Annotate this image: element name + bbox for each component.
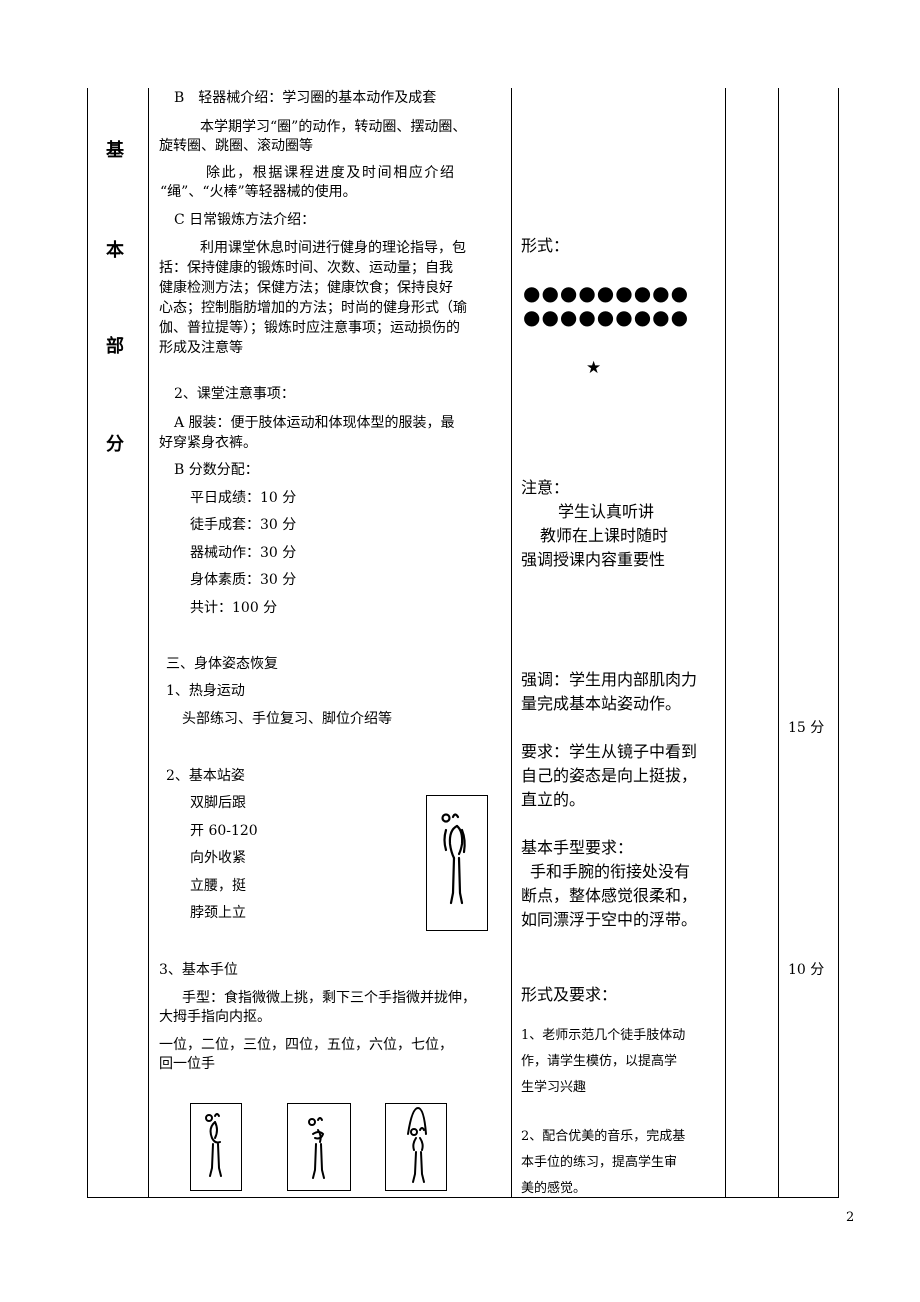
table-border-right [838, 88, 839, 1198]
note-label: 注意： [521, 478, 570, 497]
hand-position-figure [190, 1103, 242, 1191]
positions-line1: 一位，二位，三位，四位，五位，六位，七位， [159, 1037, 453, 1053]
teacher-star-icon: ★ [586, 358, 602, 378]
stance-line: 立腰，挺 [190, 878, 246, 894]
hand-title: 3、基本手位 [159, 962, 238, 978]
c-para-line2: 括：保持健康的锻炼时间、次数、运动量；自我 [159, 260, 453, 276]
stance-figure [426, 795, 488, 931]
stance-line: 向外收紧 [190, 850, 246, 866]
form-req-line: 生学习兴趣 [521, 1080, 587, 1095]
section-label-char: 分 [106, 434, 124, 455]
section-label-char: 部 [106, 336, 124, 357]
c-para-line4: 心态；控制脂肪增加的方法；时尚的健身形式（瑜 [159, 300, 467, 316]
b-para2-line1: 除此，根据课程进度及时间相应介绍 [206, 165, 456, 181]
form-req-title: 形式及要求： [521, 985, 618, 1004]
score-item: 徒手成套：30 分 [190, 517, 297, 533]
stance-line: 双脚后跟 [190, 795, 246, 811]
page-number: 2 [846, 1210, 855, 1225]
score-item: 器械动作：30 分 [190, 545, 297, 561]
c-para-line3: 健康检测方法；保健方法；健康饮食；保持良好 [159, 280, 453, 296]
stance-title: 2、基本站姿 [166, 768, 245, 784]
hand-shape-line2: 大拇手指向内抠。 [159, 1009, 271, 1025]
form-req-line: 1、老师示范几个徒手肢体动 [521, 1028, 686, 1043]
c-para-line1: 利用课堂休息时间进行健身的理论指导，包 [200, 240, 466, 256]
score-item: 平日成绩：10 分 [190, 490, 297, 506]
table-border-col4 [778, 88, 779, 1198]
form-req-line: 美的感觉。 [521, 1181, 587, 1196]
section-label-char: 本 [106, 240, 124, 261]
score-item: 共计：100 分 [190, 600, 278, 616]
time-label: 10 分 [788, 962, 825, 978]
clothing-line1: A 服装：便于肢体运动和体现体型的服装，最 [174, 415, 455, 431]
stance-line: 开 60-120 [190, 823, 258, 839]
note-line: 学生认真听讲 [558, 502, 655, 521]
b-title: B 轻器械介绍：学习圈的基本动作及成套 [174, 90, 437, 106]
form-req-line: 本手位的练习，提高学生审 [521, 1155, 678, 1170]
hand-req-line2: 断点，整体感觉很柔和， [521, 886, 698, 905]
c-title: C 日常锻炼方法介绍： [174, 212, 316, 228]
note-line: 强调授课内容重要性 [521, 550, 666, 569]
warmup-desc: 头部练习、手位复习、脚位介绍等 [182, 711, 392, 727]
formation-row-2: ●●●●●●●●● [523, 305, 690, 329]
hand-position-figure [287, 1103, 351, 1191]
note-line: 教师在上课时随时 [540, 526, 669, 545]
clothing-line2: 好穿紧身衣裤。 [159, 435, 257, 451]
time-label: 15 分 [788, 720, 825, 736]
positions-line2: 回一位手 [159, 1056, 215, 1072]
b-para1-line2: 旋转圈、跳圈、滚动圈等 [159, 138, 313, 154]
table-border-bottom [87, 1197, 839, 1198]
requirement-line2: 自己的姿态是向上挺拔， [521, 766, 698, 785]
warmup-title: 1、热身运动 [166, 683, 245, 699]
form-req-line: 2、配合优美的音乐，完成基 [521, 1129, 686, 1144]
emphasis-line1: 强调：学生用内部肌肉力 [521, 670, 698, 689]
stance-line: 脖颈上立 [190, 905, 246, 921]
form-label: 形式： [521, 236, 570, 255]
formation-row-1: ●●●●●●●●● [523, 281, 690, 305]
score-item: 身体素质：30 分 [190, 572, 297, 588]
requirement-line1: 要求：学生从镜子中看到 [521, 742, 698, 761]
c-para-line6: 形成及注意等 [159, 340, 243, 356]
table-border-left [87, 88, 88, 1198]
section-label-char: 基 [106, 140, 124, 161]
b-para2-line2: “绳”、“火棒”等轻器械的使用。 [160, 184, 357, 200]
hand-req-title: 基本手型要求： [521, 838, 634, 857]
hand-req-line3: 如同漂浮于空中的浮带。 [521, 910, 698, 929]
c-para-line5: 伽、普拉提等）；锻炼时应注意事项；运动损伤的 [159, 320, 460, 336]
b-para1-line1: 本学期学习“圈”的动作，转动圈、摆动圈、 [200, 119, 467, 135]
score-title: B 分数分配： [174, 462, 259, 478]
form-req-line: 作，请学生模仿，以提高学 [521, 1054, 678, 1069]
notice-title: 2、课堂注意事项： [174, 386, 295, 402]
posture-title: 三、身体姿态恢复 [166, 656, 278, 672]
hand-shape-line1: 手型：食指微微上挑，剩下三个手指微并拢伸， [182, 990, 476, 1006]
requirement-line3: 直立的。 [521, 790, 586, 809]
emphasis-line2: 量完成基本站姿动作。 [521, 694, 682, 713]
hand-position-figure [385, 1103, 447, 1191]
table-border-col1 [148, 88, 149, 1198]
table-border-col2 [511, 88, 512, 1198]
hand-req-line1: 手和手腕的衔接处没有 [530, 862, 691, 881]
table-border-col3 [725, 88, 726, 1198]
